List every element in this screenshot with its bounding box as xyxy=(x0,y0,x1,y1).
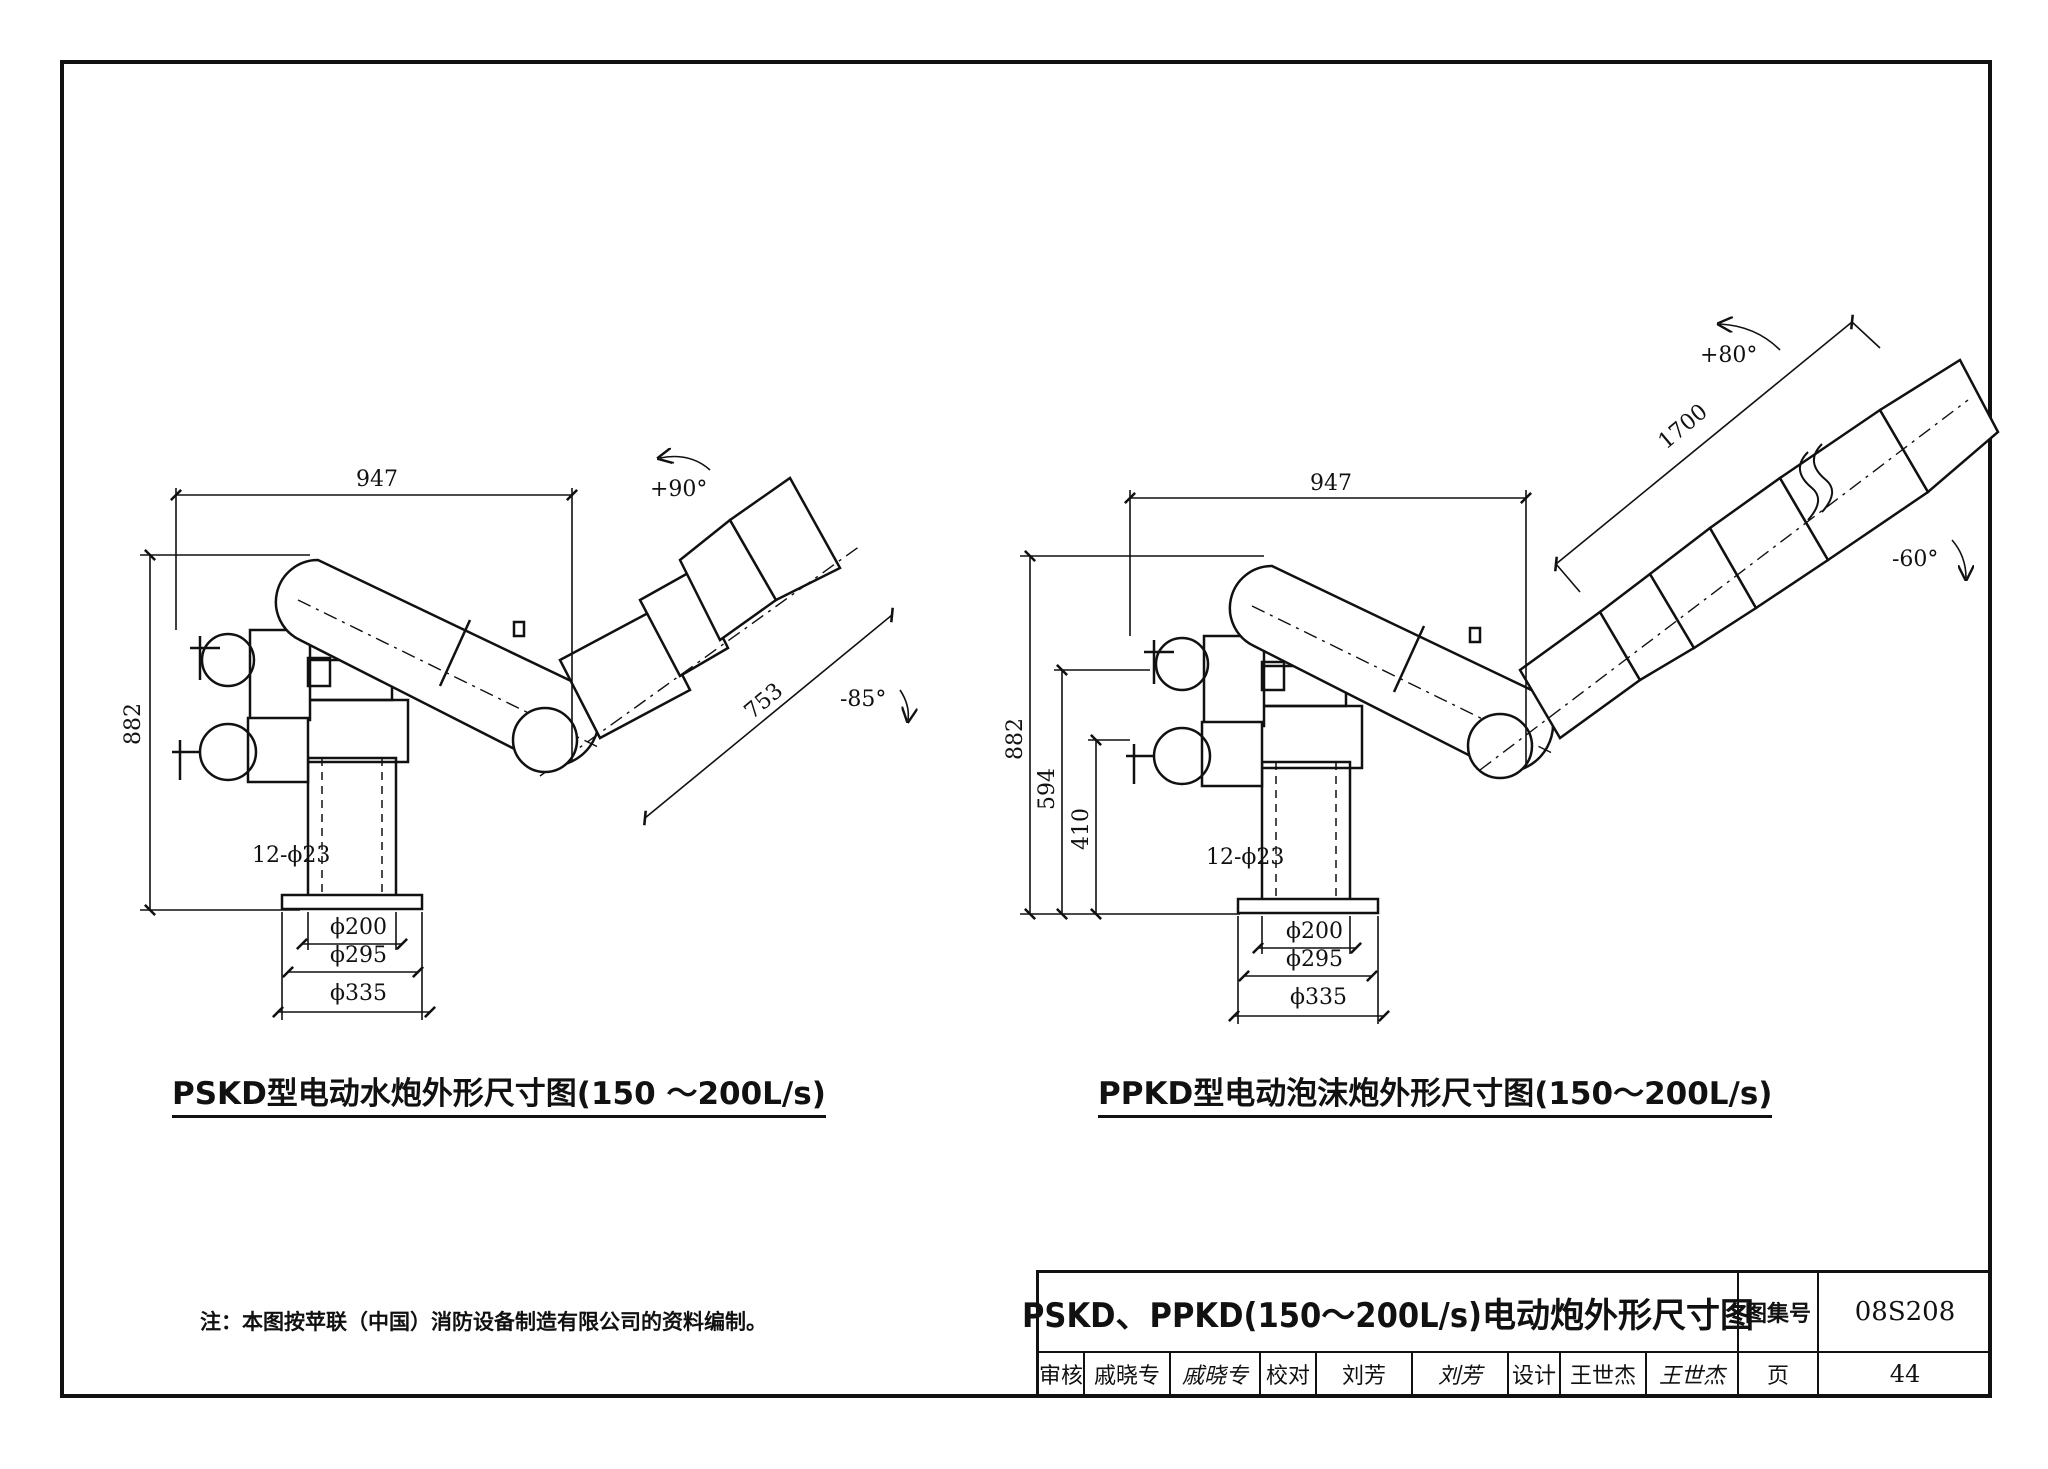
ppkd-dim-947: 947 xyxy=(1310,471,1352,496)
pskd-dim-d295: ϕ295 xyxy=(330,943,387,968)
check-name: 刘芳 xyxy=(1317,1353,1413,1397)
ppkd-angle-down: -60° xyxy=(1892,547,1938,572)
check-signature: 刘芳 xyxy=(1413,1353,1509,1397)
review-label: 审核 xyxy=(1039,1353,1085,1397)
ppkd-cannon-drawing xyxy=(1126,358,2000,915)
ppkd-dim-d200: ϕ200 xyxy=(1286,919,1343,944)
page-number: 44 xyxy=(1819,1353,1991,1397)
review-signature: 戚晓专 xyxy=(1171,1353,1261,1397)
design-label: 设计 xyxy=(1509,1353,1561,1397)
check-label: 校对 xyxy=(1261,1353,1317,1397)
drawing-title: PSKD、PPKD(150～200L/s)电动炮外形尺寸图 xyxy=(1022,1273,1754,1353)
pskd-caption: PSKD型电动水炮外形尺寸图(150 ～200L/s) xyxy=(172,1068,826,1118)
pskd-dimensions xyxy=(140,457,908,1020)
ppkd-dimension-labels: 947 882 594 410 1700 12-ϕ23 ϕ200 ϕ295 ϕ3… xyxy=(1003,343,1938,1010)
pskd-dim-holes: 12-ϕ23 xyxy=(252,843,330,868)
design-name: 王世杰 xyxy=(1561,1353,1647,1397)
ppkd-dim-d335: ϕ335 xyxy=(1290,985,1347,1010)
ppkd-dim-594: 594 xyxy=(1035,768,1060,810)
title-block: PSKD、PPKD(150～200L/s)电动炮外形尺寸图 图集号 08S208… xyxy=(1022,1270,1991,1397)
source-note: 注：本图按苹联（中国）消防设备制造有限公司的资料编制。 xyxy=(200,1309,767,1334)
pskd-angle-up: +90° xyxy=(650,477,707,502)
ppkd-dim-d295: ϕ295 xyxy=(1286,947,1343,972)
atlas-label: 图集号 xyxy=(1739,1273,1819,1353)
pskd-dim-753: 753 xyxy=(740,678,788,724)
ppkd-dim-410: 410 xyxy=(1069,808,1094,850)
atlas-number: 08S208 xyxy=(1819,1273,1991,1353)
pskd-dim-d335: ϕ335 xyxy=(330,981,387,1006)
ppkd-caption: PPKD型电动泡沫炮外形尺寸图(150～200L/s) xyxy=(1098,1068,1773,1118)
ppkd-dimensions xyxy=(1020,314,1966,1024)
ppkd-angle-up: +80° xyxy=(1700,343,1757,368)
review-name: 戚晓专 xyxy=(1085,1353,1171,1397)
pskd-dim-882: 882 xyxy=(121,703,146,745)
pskd-dimension-labels: 947 882 753 12-ϕ23 ϕ200 ϕ295 ϕ335 +90° -… xyxy=(121,467,886,1006)
page-label: 页 xyxy=(1739,1353,1819,1397)
ppkd-dim-882: 882 xyxy=(1003,718,1028,760)
pskd-angle-down: -85° xyxy=(840,687,886,712)
design-signature: 王世杰 xyxy=(1647,1353,1739,1397)
ppkd-dim-1700: 1700 xyxy=(1654,399,1713,454)
drawing-frame xyxy=(60,60,1992,1398)
pskd-dim-d200: ϕ200 xyxy=(330,915,387,940)
ppkd-dim-holes: 12-ϕ23 xyxy=(1206,845,1284,870)
pskd-dim-947: 947 xyxy=(356,467,398,492)
